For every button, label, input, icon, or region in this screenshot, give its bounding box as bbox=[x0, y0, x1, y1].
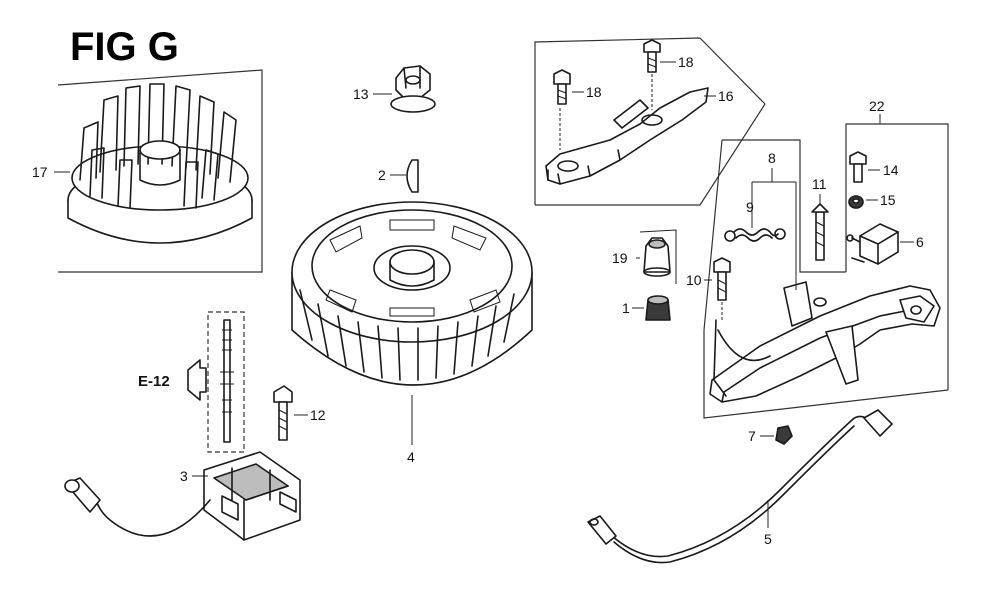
part-13-flange-nut[interactable] bbox=[390, 65, 436, 113]
callout-6: 6 bbox=[916, 234, 924, 250]
part-7-clip[interactable] bbox=[775, 425, 793, 445]
reference-arrow-e12[interactable]: E-12 bbox=[138, 359, 207, 401]
part-6-switch[interactable] bbox=[846, 223, 899, 265]
bracket-8 bbox=[751, 181, 797, 290]
callout-18a: 18 bbox=[586, 84, 602, 100]
part-18-screw-b[interactable] bbox=[643, 39, 661, 73]
callout-5: 5 bbox=[764, 531, 772, 547]
callout-2: 2 bbox=[378, 167, 386, 183]
callout-3: 3 bbox=[180, 468, 188, 484]
figure-title: FIG G bbox=[70, 25, 179, 69]
bracket-19 bbox=[636, 229, 677, 284]
part-9-spring[interactable] bbox=[724, 228, 786, 242]
callout-4: 4 bbox=[407, 449, 415, 465]
part-16-bracket[interactable] bbox=[545, 87, 709, 185]
callout-18b: 18 bbox=[678, 54, 694, 70]
callout-16: 16 bbox=[718, 88, 734, 104]
callout-8: 8 bbox=[768, 150, 776, 166]
part-1-bushing[interactable] bbox=[645, 295, 671, 321]
frame-spark-plug-group bbox=[207, 311, 245, 453]
part-12-bolt[interactable] bbox=[273, 385, 293, 441]
part-15-washer[interactable] bbox=[848, 195, 864, 209]
callout-1: 1 bbox=[622, 300, 630, 316]
callout-19: 19 bbox=[612, 250, 628, 266]
callout-22: 22 bbox=[869, 98, 885, 114]
part-14-screw[interactable] bbox=[849, 151, 867, 183]
part-2-key[interactable] bbox=[406, 159, 419, 193]
part-18-screw-a[interactable] bbox=[553, 69, 571, 105]
callout-10: 10 bbox=[686, 272, 702, 288]
callout-17: 17 bbox=[32, 164, 48, 180]
spark-plug-shaft bbox=[220, 319, 234, 443]
callout-12: 12 bbox=[310, 407, 326, 423]
part-4-flywheel[interactable] bbox=[291, 201, 533, 386]
callout-13: 13 bbox=[353, 86, 369, 102]
callout-14: 14 bbox=[883, 162, 899, 178]
part-19-cap[interactable] bbox=[643, 237, 671, 277]
callout-7: 7 bbox=[748, 428, 756, 444]
part-10-bolt[interactable] bbox=[713, 257, 731, 301]
reference-label-e12: E-12 bbox=[138, 373, 170, 390]
callout-11: 11 bbox=[812, 176, 827, 192]
part-17-cooling-fan[interactable] bbox=[67, 83, 253, 244]
part-3-ignition-coil[interactable] bbox=[64, 451, 301, 541]
callout-9: 9 bbox=[746, 199, 754, 215]
part-5-stop-wire[interactable] bbox=[587, 409, 893, 564]
part-11-rod[interactable] bbox=[811, 203, 829, 261]
frame-part-17 bbox=[57, 69, 263, 273]
frame-part-22-group bbox=[703, 123, 949, 419]
governor-arm-plate bbox=[709, 281, 941, 403]
callout-15: 15 bbox=[880, 192, 896, 208]
frame-part-16-group bbox=[534, 37, 766, 206]
